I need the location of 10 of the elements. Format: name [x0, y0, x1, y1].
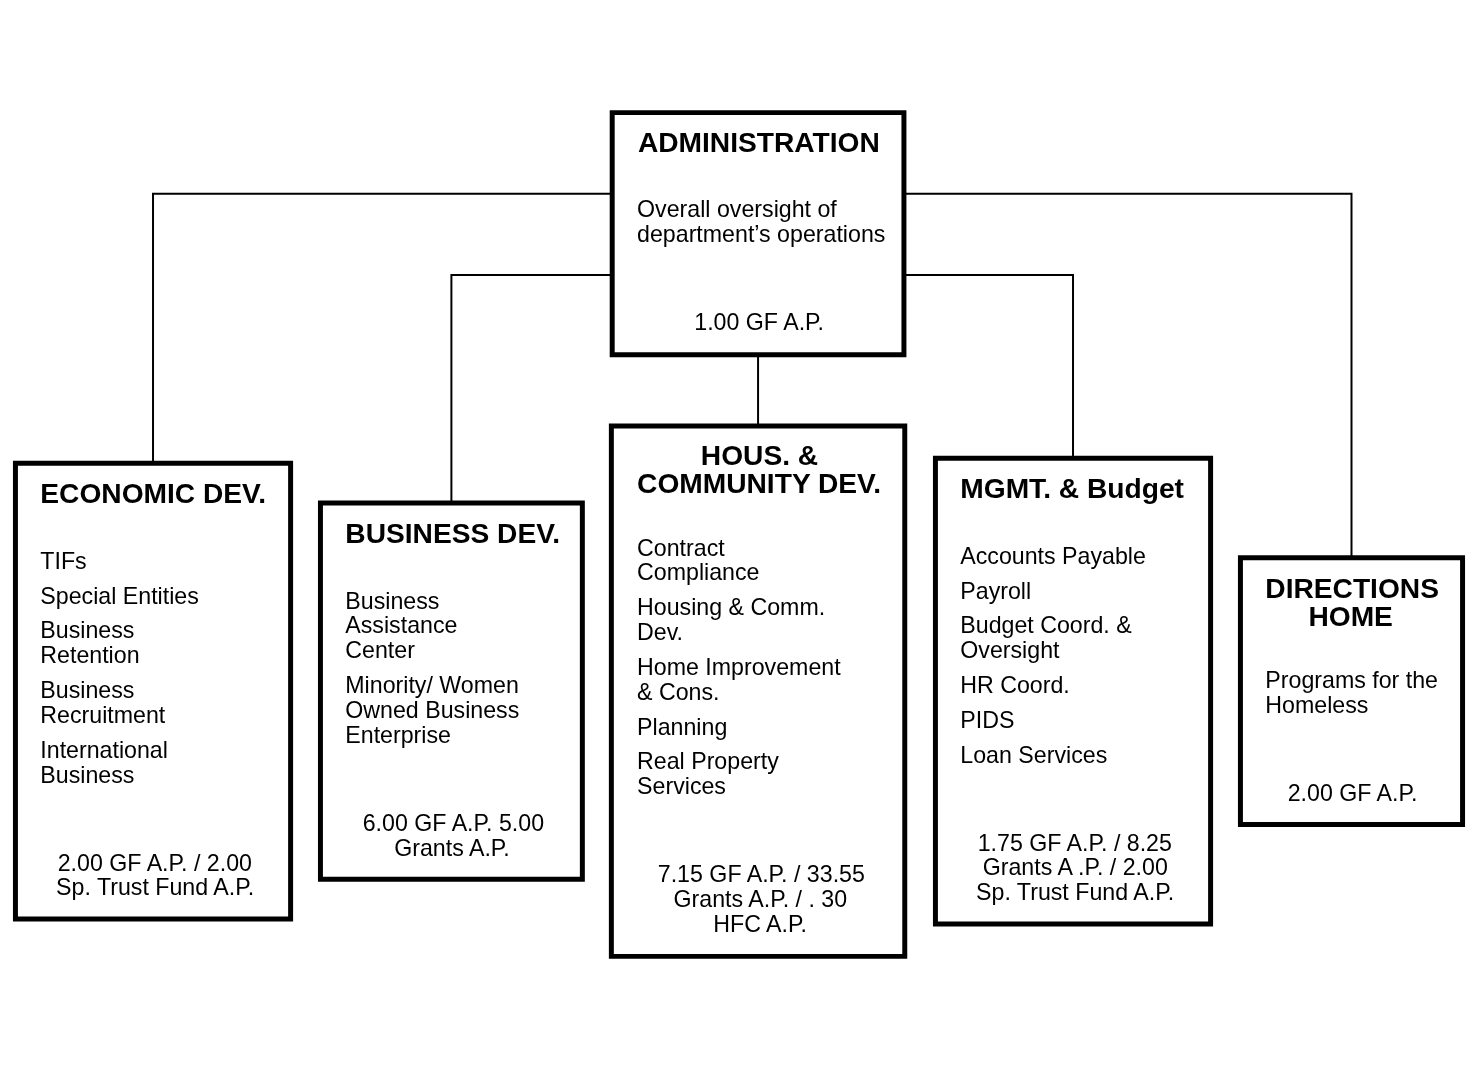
node-box: MGMT. & Budget Accounts Payable Payroll Budget Coord. & Oversight HR Coord. PIDS Loan Services 1.75 GF A.P. / 8.25 Grants A .P. / 2.00 Sp. Trust Fund A.P. — [932, 455, 1214, 927]
connector — [152, 192, 613, 464]
node-box: ECONOMIC DEV. TIFs Special Entities Business Retention Business Recruitment International Business 2.00 GF A.P. / 2.00 Sp. Trust Fund A.P. — [12, 460, 294, 922]
node-box: DIRECTIONS HOME Programs for the Homeless 2.00 GF A.P. — [1237, 555, 1466, 828]
node-box: BUSINESS DEV. Business Assistance Center Minority/ Women Owned Business Enterprise 6.00 GF A.P. 5.00 Grants A.P. — [317, 500, 585, 882]
node-box: ADMINISTRATION Overall oversight of department’s operations 1.00 GF A.P. — [609, 110, 907, 358]
connector — [450, 274, 613, 504]
connector — [903, 192, 1353, 559]
connector — [757, 354, 760, 427]
node-box: HOUS. & COMMUNITY DEV. Contract Compliance Housing & Comm. Dev. Home Improvement & Cons. Planning Real Property Services 7.15 GF A.P. / 33.55 Grants A.P. / . 30 HFC A.P. — [608, 423, 908, 959]
